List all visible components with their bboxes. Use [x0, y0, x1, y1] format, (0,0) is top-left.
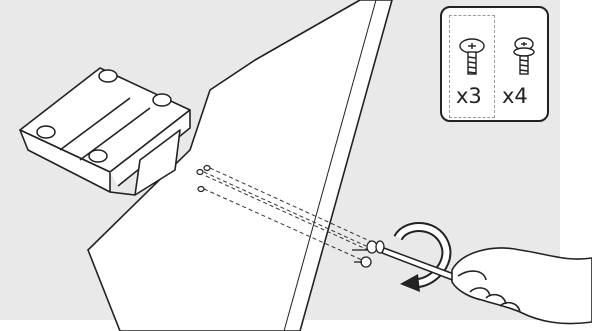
parts-icons: [459, 37, 535, 75]
screw-pan-head-icon: [459, 38, 485, 75]
selected-part-box: [449, 15, 495, 118]
hand-with-screwdriver-icon: [451, 247, 592, 325]
rotate-clockwise-arrow-icon: [393, 222, 452, 292]
parts-inset: x3 x4: [440, 6, 549, 122]
quantity-label-small-screw: x3: [456, 84, 482, 108]
screws-group: [352, 240, 385, 268]
stand-bracket: [19, 67, 191, 196]
quantity-label-washer-screw: x4: [502, 84, 528, 108]
tv-panel: [87, 0, 393, 331]
bracket-holes: [36, 69, 172, 163]
panel-screw-holes: [196, 164, 211, 193]
screw-guide-lines: [203, 167, 373, 261]
screw-with-washer-icon: [513, 37, 535, 75]
